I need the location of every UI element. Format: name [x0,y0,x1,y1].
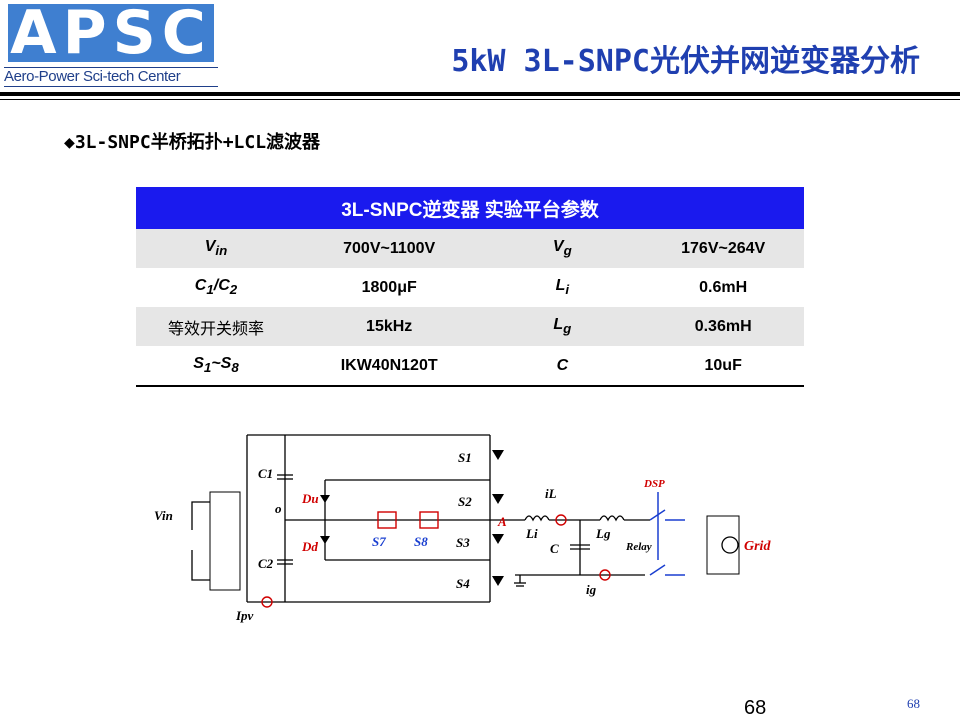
label-s8: S8 [414,534,428,549]
param-value: 700V~1100V [296,229,483,268]
label-a: A [497,514,507,529]
parameter-table: 3L-SNPC逆变器 实验平台参数 Vin 700V~1100V Vg 176V… [136,187,804,387]
label-grid: Grid [744,539,771,554]
label-c: C [550,541,559,556]
param-value: 176V~264V [642,229,804,268]
apsc-logo: APSC Aero-Power Sci-tech Center [4,3,218,90]
logo-subtitle: Aero-Power Sci-tech Center [4,67,218,87]
table-row: Vin 700V~1100V Vg 176V~264V [136,229,804,268]
title-rule-thin [0,99,960,100]
param-name: S1~S8 [136,346,296,387]
label-s7: S7 [372,534,386,549]
page-number-small: 68 [907,696,920,711]
param-value: 0.36mH [642,307,804,346]
label-c1: C1 [258,466,273,481]
param-name: Li [555,277,570,298]
label-dsp: DSP [643,478,665,490]
param-value: 0.6mH [699,278,748,296]
label-dd: Dd [301,539,318,554]
label-relay: Relay [625,541,652,553]
label-s3: S3 [456,535,470,550]
label-o: o [275,501,282,516]
param-name: C1/C2 [194,277,238,298]
label-vin: Vin [154,508,173,523]
circuit-diagram: Vin C1 C2 o S1 S2 S3 S4 iL Li Lg C Relay… [154,434,771,623]
page-number: 68 [744,697,767,719]
title-rule-thick [0,92,960,96]
table-row: 等效开关频率 15kHz Lg 0.36mH [136,307,804,346]
slide-title: 5kW 3L-SNPC光伏并网逆变器分析 [451,44,920,79]
label-li: Li [525,526,538,541]
table-row: S1~S8 IKW40N120T C 10uF [136,346,804,387]
label-s4: S4 [456,576,470,591]
bullet-heading: ◆3L-SNPC半桥拓扑+LCL滤波器 [64,132,321,153]
param-value: 1800μF [361,278,417,296]
logo-letters: APSC [8,3,214,63]
table-row: C1/C2 1800μF Li 0.6mH [136,268,804,307]
label-ig: ig [586,582,597,597]
param-value: 10uF [642,346,804,387]
param-value: IKW40N120T [296,346,483,387]
param-name: C [482,346,643,387]
param-name: Vg [482,229,643,268]
label-c2: C2 [258,556,274,571]
table-header: 3L-SNPC逆变器 实验平台参数 [136,187,804,229]
param-value: 15kHz [296,307,483,346]
label-s1: S1 [458,450,472,465]
label-du: Du [301,491,319,506]
param-name: 等效开关频率 [136,307,296,346]
label-lg: Lg [595,526,611,541]
label-il: iL [545,486,557,501]
label-ipv: Ipv [235,608,254,623]
param-name: Lg [482,307,643,346]
param-name: Vin [136,229,296,268]
label-s2: S2 [458,494,472,509]
